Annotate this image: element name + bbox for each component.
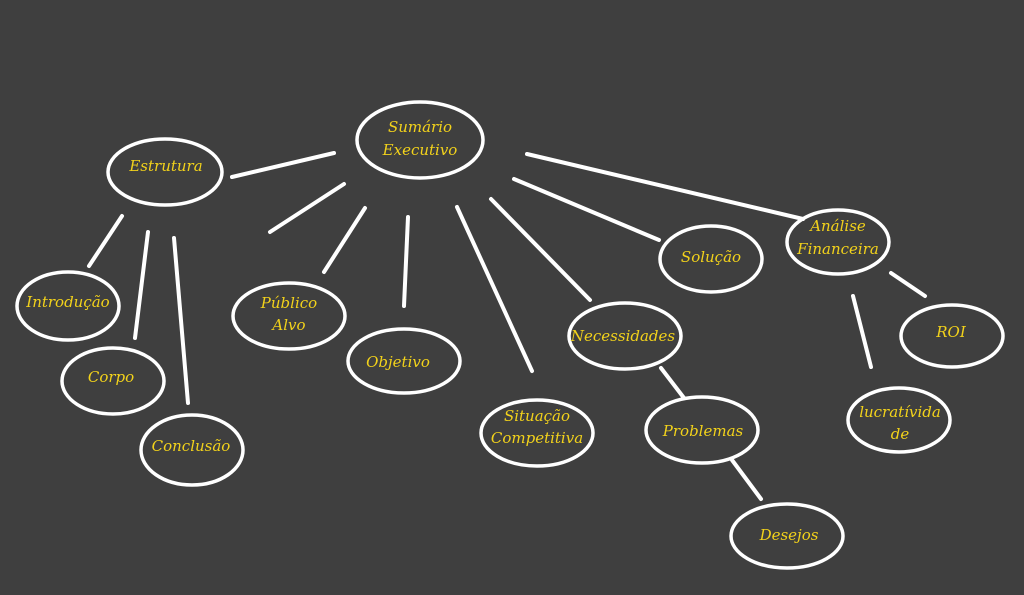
node-label-line: Objetivo bbox=[366, 353, 430, 371]
svg-text:ROI: ROI bbox=[935, 323, 967, 341]
node-label-line: lucratívida bbox=[859, 403, 941, 421]
node-publico-alvo[interactable]: Público Alvo bbox=[231, 281, 347, 351]
svg-text:Desejos: Desejos bbox=[759, 526, 819, 544]
node-label-line: Problemas bbox=[662, 422, 744, 440]
node-analise-financeira[interactable]: Análise Financeira bbox=[785, 208, 891, 276]
node-label-line: Conclusão bbox=[152, 437, 231, 455]
node-problemas[interactable]: Problemas bbox=[644, 395, 760, 465]
svg-text:Necessidades: Necessidades bbox=[570, 327, 675, 345]
node-label-line: de bbox=[891, 425, 910, 443]
edge-analise-lucratividade bbox=[851, 294, 873, 369]
edge-sumario-publico bbox=[268, 182, 346, 234]
node-desejos[interactable]: Desejos bbox=[729, 502, 845, 570]
edge-sumario-estrutura bbox=[230, 151, 336, 179]
svg-text:Objetivo: Objetivo bbox=[366, 353, 430, 371]
svg-text:Competitiva: Competitiva bbox=[491, 429, 583, 447]
node-label-line: ROI bbox=[935, 323, 967, 341]
svg-text:Alvo: Alvo bbox=[270, 316, 305, 334]
node-label-line: Desejos bbox=[759, 526, 819, 544]
node-necessidades[interactable]: Necessidades bbox=[567, 301, 683, 371]
node-label-line: Solução bbox=[681, 248, 741, 266]
node-label-line: Introdução bbox=[25, 293, 109, 311]
node-label-line: Alvo bbox=[270, 316, 305, 334]
svg-text:Introdução: Introdução bbox=[25, 293, 109, 311]
edge-sumario-objetivo bbox=[402, 215, 410, 308]
node-solucao[interactable]: Solução bbox=[658, 224, 764, 294]
svg-text:Público: Público bbox=[260, 294, 317, 312]
edge-sumario-analise bbox=[525, 152, 805, 221]
edge-sumario-publico-2 bbox=[322, 206, 367, 274]
edge-estrutura-corpo bbox=[133, 230, 150, 340]
node-label-line: Executivo bbox=[382, 141, 458, 159]
node-sumario-executivo[interactable]: Sumário Executivo bbox=[355, 100, 485, 180]
svg-text:Executivo: Executivo bbox=[382, 141, 458, 159]
edge-estrutura-conclusao bbox=[172, 236, 190, 405]
node-label-line: Situação bbox=[504, 407, 570, 425]
svg-text:Situação: Situação bbox=[504, 407, 570, 425]
edge-analise-roi bbox=[889, 271, 927, 298]
node-introducao[interactable]: Introdução bbox=[15, 270, 121, 342]
edge-sumario-situacao bbox=[455, 205, 534, 373]
node-label-line: Estrutura bbox=[128, 157, 202, 175]
svg-text:Problemas: Problemas bbox=[662, 422, 744, 440]
edge-sumario-solucao bbox=[512, 177, 661, 242]
svg-text:Solução: Solução bbox=[681, 248, 741, 266]
node-label-line: Análise bbox=[808, 217, 866, 235]
connectors bbox=[87, 151, 927, 501]
svg-text:lucratívida: lucratívida bbox=[859, 403, 941, 421]
svg-text:Financeira: Financeira bbox=[796, 240, 879, 258]
svg-text:Conclusão: Conclusão bbox=[152, 437, 231, 455]
edge-problemas-desejos bbox=[730, 458, 763, 501]
edge-necessidades-problemas bbox=[659, 366, 686, 400]
node-label-line: Financeira bbox=[796, 240, 879, 258]
node-lucratividade[interactable]: lucratívida de bbox=[846, 386, 952, 454]
svg-text:Corpo: Corpo bbox=[88, 368, 134, 386]
node-roi[interactable]: ROI bbox=[899, 303, 1005, 369]
node-label-line: Necessidades bbox=[570, 327, 675, 345]
node-label-line: Sumário bbox=[388, 118, 452, 136]
svg-text:Sumário: Sumário bbox=[388, 118, 452, 136]
edge-sumario-necessidades bbox=[489, 197, 592, 302]
svg-text:Estrutura: Estrutura bbox=[128, 157, 202, 175]
node-corpo[interactable]: Corpo bbox=[60, 346, 166, 416]
node-objetivo[interactable]: Objetivo bbox=[346, 327, 462, 395]
node-label-line: Corpo bbox=[88, 368, 134, 386]
svg-text:Análise: Análise bbox=[808, 217, 866, 235]
node-conclusao[interactable]: Conclusão bbox=[139, 413, 245, 487]
edge-estrutura-introducao bbox=[87, 214, 124, 268]
svg-text:de: de bbox=[891, 425, 910, 443]
node-situacao-competitiva[interactable]: Situação Competitiva bbox=[479, 398, 595, 468]
node-estrutura[interactable]: Estrutura bbox=[106, 137, 224, 207]
node-label-line: Competitiva bbox=[491, 429, 583, 447]
node-label-line: Público bbox=[260, 294, 317, 312]
